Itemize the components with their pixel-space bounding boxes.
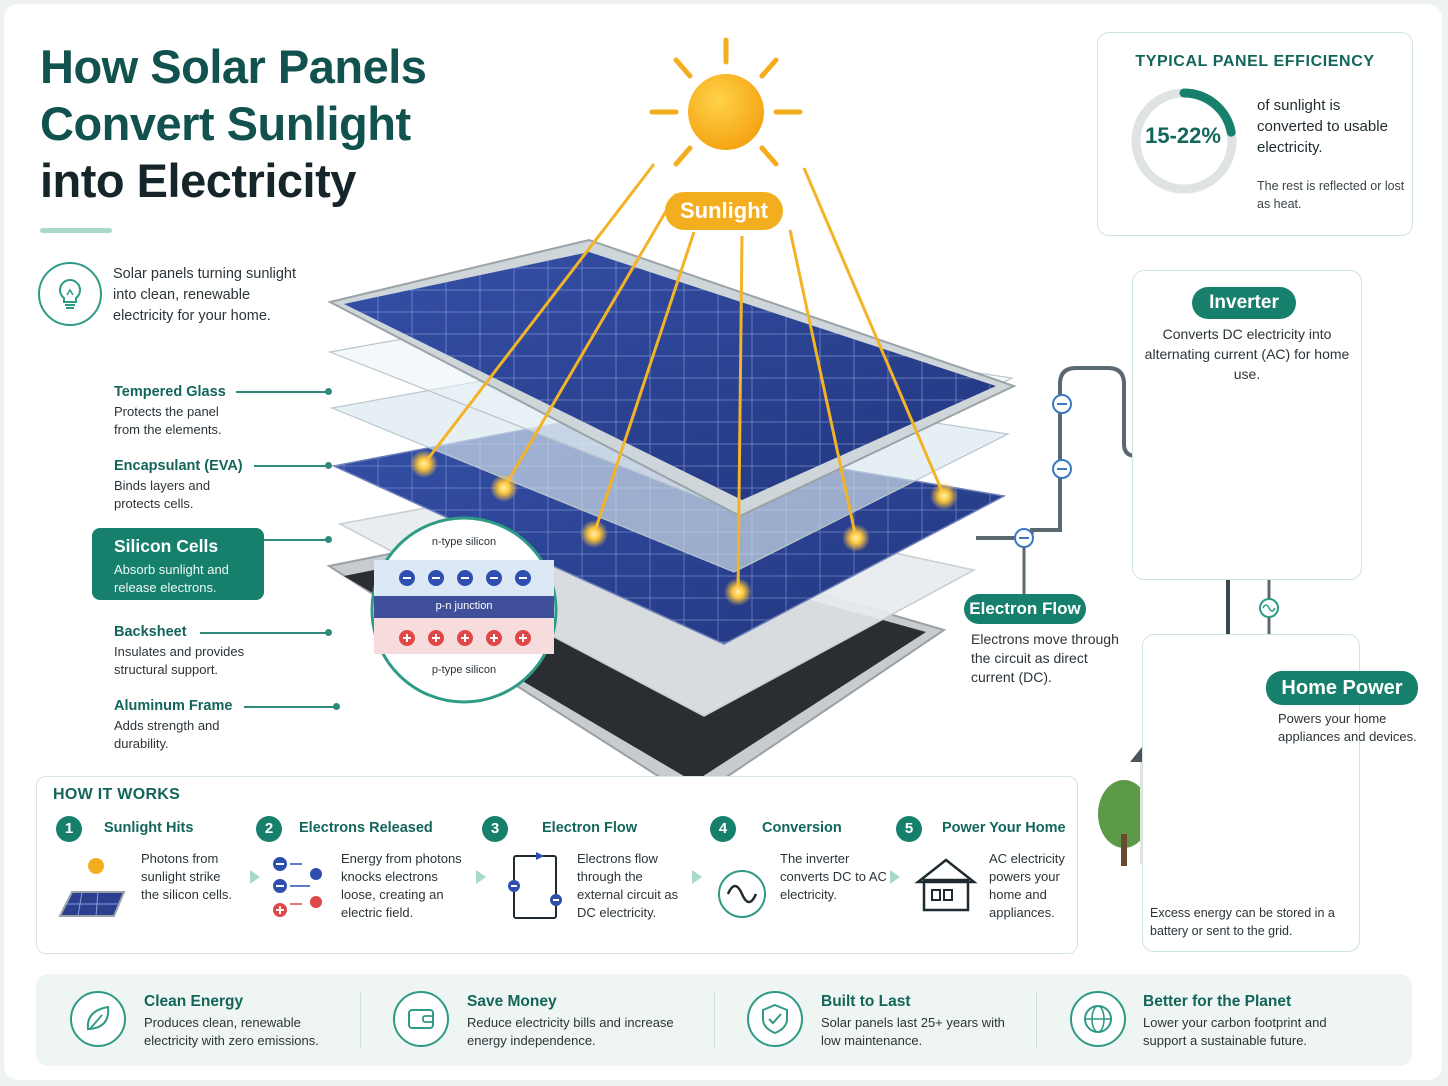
inverter-card [1132, 270, 1362, 580]
photon-impacts [410, 450, 958, 606]
efficiency-title: TYPICAL PANEL EFFICIENCY [1135, 53, 1375, 70]
leader-line [254, 465, 328, 467]
step-title: Power Your Home [942, 820, 1066, 836]
layer-label: Aluminum Frame [114, 698, 233, 714]
intro-text: Solar panels turning sunlight into clean… [113, 266, 296, 324]
globe-icon [1070, 991, 1126, 1047]
layer-silicon-cells: Silicon Cells Absorb sunlight and releas… [92, 528, 264, 600]
ac-wave-icon [718, 870, 766, 918]
layer-label: Backsheet [114, 624, 187, 640]
inverter-label: Inverter [1192, 287, 1296, 319]
step-number: 4 [710, 816, 736, 842]
step-arrow-icon [250, 870, 260, 884]
leader-line [200, 632, 328, 634]
electron-flow-desc: Electrons move through the circuit as di… [971, 631, 1119, 685]
pn-junction-magnifier [370, 516, 558, 704]
shield-check-icon [747, 991, 803, 1047]
step-desc: The inverter converts DC to AC electrici… [780, 851, 887, 902]
layer-encapsulant: Encapsulant (EVA) Binds layers and prote… [114, 458, 314, 513]
electron-minus-icons [1014, 394, 1072, 548]
lightbulb-icon [38, 262, 102, 326]
pn-junction-label: p-n junction [435, 600, 493, 612]
title-line-2: Convert Sunlight [40, 97, 411, 150]
layer-label: Encapsulant (EVA) [114, 458, 243, 474]
layer-desc: Absorb sunlight and release electrons. [114, 562, 229, 595]
step-number: 3 [482, 816, 508, 842]
electron-release-icon [273, 857, 322, 917]
title-accent-line [40, 228, 112, 233]
layer-backsheet: Backsheet Insulates and provides structu… [114, 624, 314, 679]
step-arrow-icon [476, 870, 486, 884]
benefit-divider [360, 991, 361, 1049]
benefit-desc: Solar panels last 25+ years with low mai… [821, 1015, 1005, 1048]
n-type-label: n-type silicon [431, 536, 497, 548]
benefit-desc: Reduce electricity bills and increase en… [467, 1015, 674, 1048]
home-power-label: Home Power [1266, 671, 1418, 705]
layer-desc: Protects the panel from the elements. [114, 404, 222, 437]
benefit-divider [714, 991, 715, 1049]
title-line-1: How Solar Panels [40, 40, 427, 93]
sun-icon [649, 37, 803, 167]
wallet-icon [393, 991, 449, 1047]
benefit-title: Better for the Planet [1143, 993, 1292, 1010]
step-arrow-icon [692, 870, 702, 884]
infographic-frame: How Solar Panels Convert Sunlight into E… [4, 4, 1442, 1080]
sunlight-rays [422, 163, 946, 593]
leader-dot [325, 462, 332, 469]
layer-desc: Adds strength and durability. [114, 718, 220, 751]
benefit-title: Built to Last [821, 993, 911, 1010]
leader-line [244, 706, 336, 708]
leaf-icon [70, 991, 126, 1047]
step-title: Sunlight Hits [104, 820, 194, 836]
leader-dot [325, 388, 332, 395]
efficiency-subtext: The rest is reflected or lost as heat. [1257, 179, 1405, 211]
efficiency-value: 15-22% [1145, 123, 1221, 148]
layer-label: Silicon Cells [114, 536, 219, 556]
benefit-desc: Produces clean, renewable electricity wi… [144, 1015, 319, 1048]
benefits-bar [36, 974, 1412, 1066]
benefit-title: Save Money [467, 993, 557, 1010]
home-power-desc: Powers your home appliances and devices. [1278, 711, 1417, 744]
p-type-label: p-type silicon [431, 664, 497, 676]
step-number: 1 [56, 816, 82, 842]
layer-aluminum-frame: Aluminum Frame Adds strength and durabil… [114, 698, 314, 753]
layer-tempered-glass: Tempered Glass Protects the panel from t… [114, 384, 314, 439]
efficiency-gauge [1131, 88, 1237, 194]
top-panel-grid [344, 252, 996, 500]
efficiency-card: TYPICAL PANEL EFFICIENCY 15-22% of sunli… [1097, 32, 1413, 236]
benefit-divider [1036, 991, 1037, 1049]
step-number: 2 [256, 816, 282, 842]
leader-line [236, 391, 328, 393]
benefit-desc: Lower your carbon footprint and support … [1143, 1015, 1327, 1048]
layer-desc: Insulates and provides structural suppor… [114, 644, 245, 677]
layer-label: Tempered Glass [114, 384, 226, 400]
benefit-title: Clean Energy [144, 993, 244, 1010]
inverter-desc: Converts DC electricity into alternating… [1144, 326, 1350, 382]
electron-flow-label: Electron Flow [964, 594, 1086, 624]
how-it-works-title: HOW IT WORKS [53, 786, 181, 803]
sun-panel-icon [58, 858, 126, 917]
leader-dot [325, 536, 332, 543]
title-line-3: into Electricity [40, 154, 356, 207]
step-desc: Electrons flow through the external circ… [577, 851, 679, 920]
efficiency-text: of sunlight is converted to usable elect… [1257, 97, 1388, 156]
step-desc: AC electricity powers your home and appl… [989, 851, 1065, 920]
layer-desc: Binds layers and protects cells. [114, 478, 211, 511]
step-number: 5 [896, 816, 922, 842]
step-arrow-icon [890, 870, 900, 884]
home-icon [914, 858, 978, 912]
gauge-fill [1131, 88, 1237, 194]
step-title: Electron Flow [542, 820, 638, 836]
step-desc: Energy from photons knocks electrons loo… [341, 851, 462, 920]
leader-line [264, 539, 328, 541]
leader-dot [325, 629, 332, 636]
excess-energy-note: Excess energy can be stored in a battery… [1150, 906, 1335, 938]
step-desc: Photons from sunlight strike the silicon… [141, 851, 233, 902]
circuit-loop-icon [508, 852, 562, 919]
page-title: How Solar Panels Convert Sunlight into E… [40, 38, 427, 209]
step-title: Electrons Released [299, 820, 433, 836]
step-title: Conversion [762, 820, 842, 836]
leader-dot [333, 703, 340, 710]
sunlight-label: Sunlight [665, 192, 783, 230]
